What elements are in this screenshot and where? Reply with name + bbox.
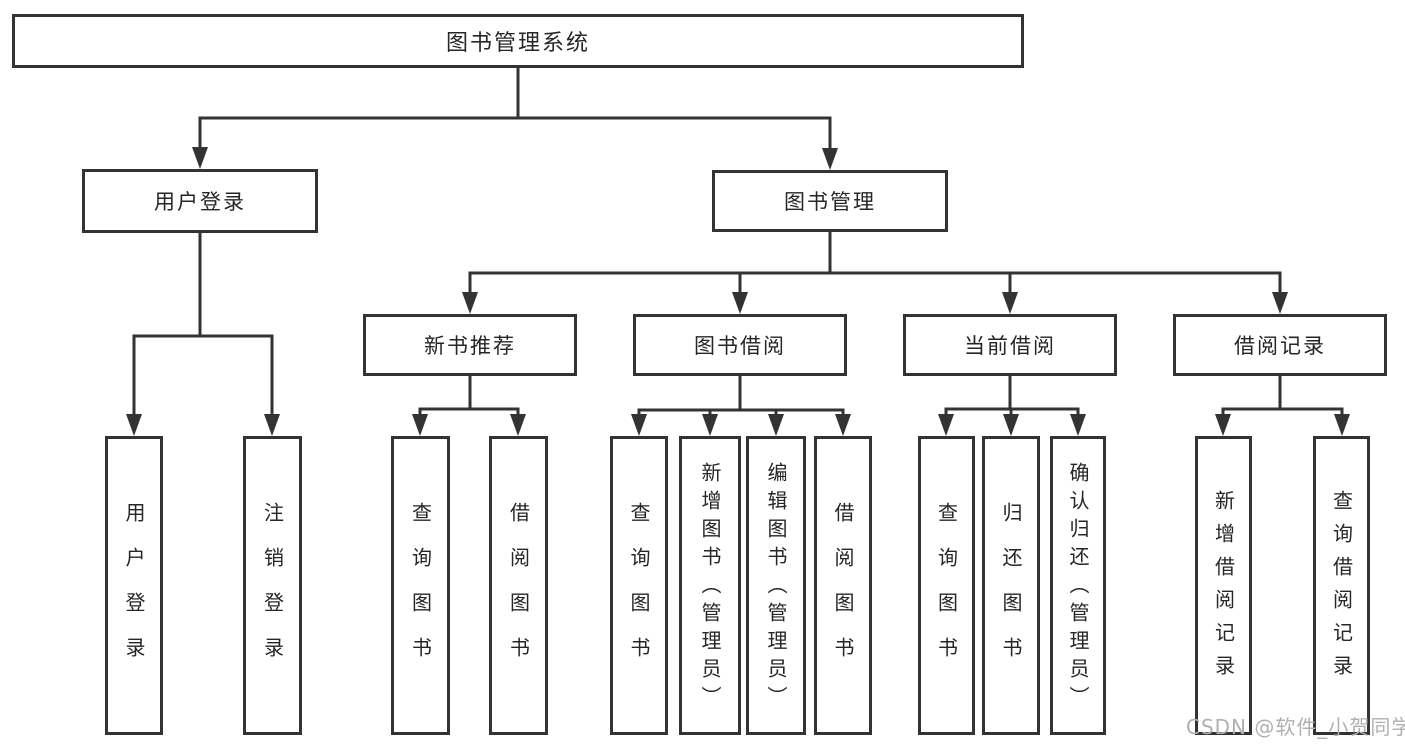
node-label: 新书推荐 <box>424 334 516 358</box>
node-label: 用户登录 <box>154 190 246 214</box>
node-borrowing-records: 借阅记录 <box>1173 314 1387 376</box>
leaf-borrow-books-recommend: 借阅图书 <box>489 436 548 735</box>
leaf-confirm-return-admin: 确认归还（管理员） <box>1050 436 1106 735</box>
leaf-query-borrow-record: 查询借阅记录 <box>1313 436 1370 735</box>
node-label: 借阅图书 <box>831 502 855 682</box>
node-label: 查询图书 <box>934 502 959 682</box>
node-book-borrowing: 图书借阅 <box>633 314 847 376</box>
node-label: 图书借阅 <box>694 334 786 358</box>
node-label: 新增借阅记录 <box>1211 490 1236 688</box>
leaf-add-borrow-record: 新增借阅记录 <box>1195 436 1252 735</box>
leaf-query-books-borrowing: 查询图书 <box>610 436 668 735</box>
leaf-edit-book-admin: 编辑图书（管理员） <box>746 436 806 735</box>
node-new-book-recommend: 新书推荐 <box>363 314 577 376</box>
leaf-user-login: 用户登录 <box>105 436 163 735</box>
node-user-login: 用户登录 <box>82 169 318 233</box>
leaf-query-books-current: 查询图书 <box>918 436 975 735</box>
node-label: 当前借阅 <box>964 334 1056 358</box>
node-label: 新增图书（管理员） <box>698 461 722 714</box>
node-label: 图书管理 <box>784 190 876 214</box>
leaf-borrow-books-borrowing: 借阅图书 <box>814 436 872 735</box>
node-label: 查询借阅记录 <box>1329 490 1354 688</box>
node-label: 用户登录 <box>122 502 146 682</box>
leaf-add-book-admin: 新增图书（管理员） <box>679 436 741 735</box>
node-label: 编辑图书（管理员） <box>764 461 788 714</box>
leaf-query-books-recommend: 查询图书 <box>391 436 450 735</box>
node-label: 注销登录 <box>260 502 285 682</box>
node-label: 借阅图书 <box>506 502 531 682</box>
node-label: 借阅记录 <box>1234 334 1326 358</box>
node-root: 图书管理系统 <box>12 14 1024 68</box>
csdn-watermark: CSDN @软件_小贺同学 <box>1186 715 1405 739</box>
node-label: 确认归还（管理员） <box>1066 461 1090 714</box>
node-current-borrowing: 当前借阅 <box>903 314 1117 376</box>
node-label: 图书管理系统 <box>445 31 590 56</box>
leaf-return-book: 归还图书 <box>982 436 1040 735</box>
node-label: 查询图书 <box>408 502 433 682</box>
node-label: 查询图书 <box>627 502 651 682</box>
node-book-management: 图书管理 <box>712 170 948 232</box>
leaf-logout: 注销登录 <box>243 436 302 735</box>
node-label: 归还图书 <box>999 502 1023 682</box>
